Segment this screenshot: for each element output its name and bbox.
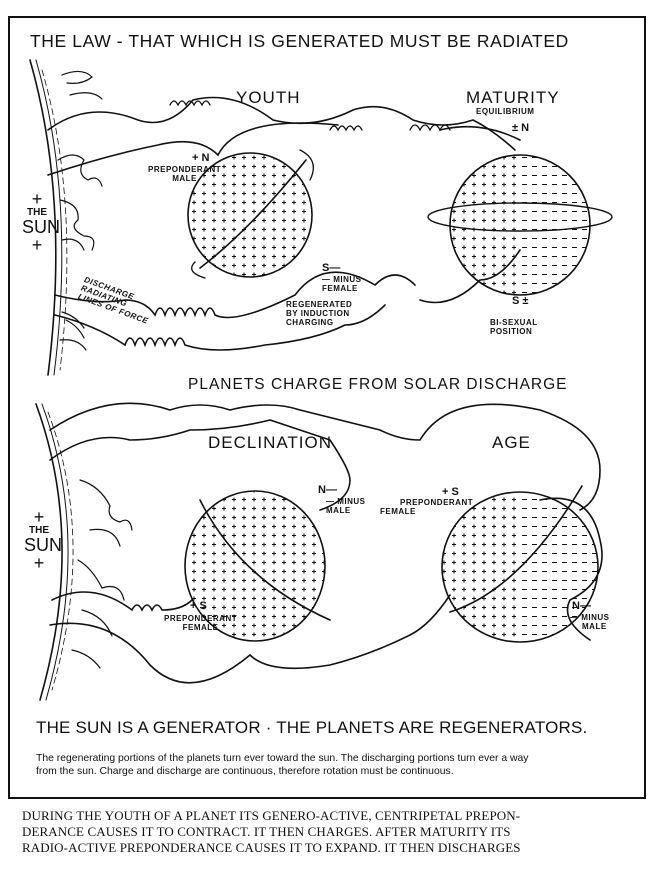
youth-north-pole: + N: [192, 152, 210, 164]
sun-label-bottom: + THE SUN +: [24, 507, 63, 573]
figure-frame: [8, 16, 646, 799]
maturity-sublabel: EQUILIBRIUM: [476, 107, 535, 116]
declination-north-pole: N—: [318, 484, 337, 496]
maturity-ring: [427, 202, 613, 232]
maturity-south-pole: S ±: [512, 295, 529, 307]
caption-line-3: RADIO-ACTIVE PREPONDERANCE CAUSES IT TO …: [22, 840, 521, 855]
youth-regenerated-note: REGENERATED BY INDUCTION CHARGING: [286, 300, 353, 327]
note-line-1: The regenerating portions of the planets…: [36, 753, 529, 764]
middle-title: PLANETS CHARGE FROM SOLAR DISCHARGE: [188, 376, 568, 393]
declination-north-desc: — MINUS MALE: [326, 497, 366, 515]
bottom-heading: THE SUN IS A GENERATOR · THE PLANETS ARE…: [36, 718, 588, 737]
note-line-2: from the sun. Charge and discharge are c…: [36, 766, 454, 777]
age-north-desc: — MINUS MALE: [570, 613, 610, 631]
sun-limb-bottom: [35, 403, 63, 701]
maturity-north-pole: ± N: [512, 122, 530, 134]
declination-south-desc: PREPONDERANT FEMALE: [164, 614, 238, 632]
figure-title: THE LAW - THAT WHICH IS GENERATED MUST B…: [30, 31, 569, 51]
youth-south-desc: — MINUS FEMALE: [322, 275, 362, 293]
youth-south-pole: S—: [322, 262, 341, 274]
caption-line-1: DURING THE YOUTH OF A PLANET ITS GENERO-…: [22, 808, 521, 823]
youth-label: YOUTH: [236, 88, 301, 107]
youth-north-desc: PREPONDERANT MALE: [148, 165, 222, 183]
sun-limb-top: [29, 59, 57, 376]
age-north-pole: N—: [572, 600, 591, 612]
age-label: AGE: [492, 433, 531, 452]
caption-line-2: DERANCE CAUSES IT TO CONTRACT. IT THEN C…: [22, 824, 511, 839]
age-south-desc: PREPONDERANT FEMALE: [380, 498, 474, 516]
sun-label-top: + THE SUN +: [22, 189, 61, 255]
maturity-south-desc: BI-SEXUAL POSITION: [490, 318, 538, 336]
age-south-pole: + S: [442, 486, 459, 498]
declination-label: DECLINATION: [208, 433, 333, 452]
maturity-label: MATURITY: [466, 88, 560, 107]
declination-south-pole: + S: [190, 600, 207, 612]
